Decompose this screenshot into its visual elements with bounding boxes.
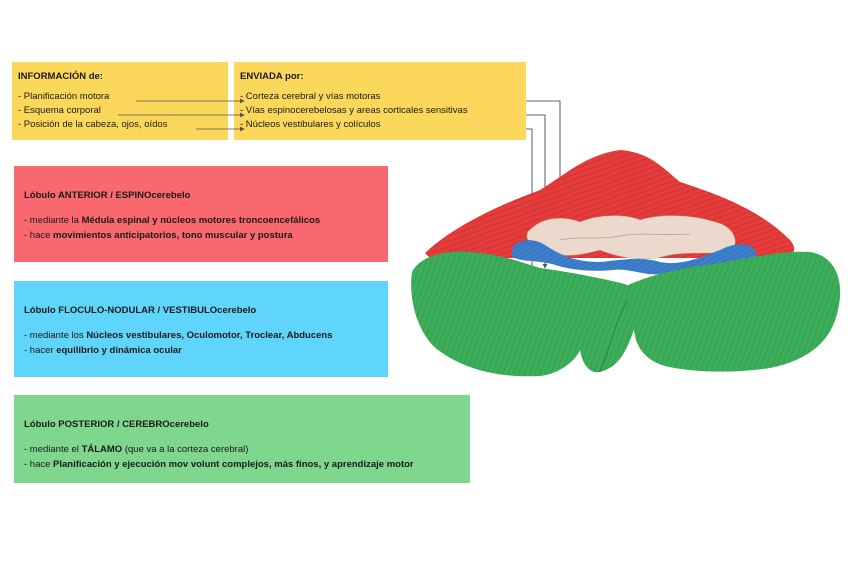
lobe-floculo-line-1: - mediante los Núcleos vestibulares, Ocu… (24, 328, 378, 343)
lobe-anterior-line-1-bold: Médula espinal y núcleos motores troncoe… (81, 215, 321, 226)
lobe-anterior-line-2-prefix: - hace (24, 230, 54, 241)
sent-item-corteza: - Corteza cerebral y vías motoras (240, 91, 381, 102)
lobe-posterior-card: Lóbulo POSTERIOR / CEREBROcerebelo - med… (14, 395, 470, 483)
sent-item-vias: - Vías espinocerebelosas y areas cortica… (240, 105, 468, 116)
lobe-floculo-line-2-bold: equilibrio y dinámica ocular (56, 345, 182, 356)
cerebellum-posterior-lobe-right (618, 251, 841, 372)
sent-card: ENVIADA por: - Corteza cerebral y vías m… (234, 62, 526, 140)
lobe-floculo-line-2-prefix: - hacer (24, 345, 57, 356)
info-card: INFORMACIÓN de: - Planificación motora -… (12, 62, 228, 140)
lobe-floculo-card: Lóbulo FLOCULO-NODULAR / VESTIBULOcerebe… (14, 281, 388, 377)
lobe-posterior-line-2-prefix: - hace (24, 459, 54, 470)
connector-to-cerebellum-2 (526, 114, 548, 269)
info-item-esquema: - Esquema corporal (18, 105, 101, 116)
lobe-posterior-line-1: - mediante el TÁLAMO (que va a la cortez… (24, 442, 460, 457)
lobe-anterior-card: Lóbulo ANTERIOR / ESPINOcerebelo - media… (14, 166, 388, 262)
lobe-anterior-line-1: - mediante la Médula espinal y núcleos m… (24, 213, 378, 228)
lobe-posterior-line-2-bold: Planificación y ejecución mov volunt com… (53, 459, 414, 470)
info-card-title: INFORMACIÓN de: (18, 71, 103, 82)
lobe-posterior-line-1-prefix: - mediante el (24, 444, 82, 455)
lobe-posterior-line-1-suffix: (que va a la corteza cerebral) (122, 444, 249, 455)
connector-to-cerebellum-3 (526, 128, 535, 298)
lobe-anterior-line-2-bold: movimientos anticipatorios, tono muscula… (53, 230, 293, 241)
cerebellum-anterior-lobe (425, 150, 795, 258)
lobe-floculo-title: Lóbulo FLOCULO-NODULAR / VESTIBULOcerebe… (24, 305, 257, 316)
brainstem-section (526, 215, 736, 260)
cerebellum-flocculonodular-lobe (512, 240, 757, 275)
lobe-anterior-line-1-prefix: - mediante la (24, 215, 82, 226)
info-item-planificacion: - Planificación motora (18, 91, 110, 102)
lobe-posterior-line-1-bold: TÁLAMO (81, 444, 123, 455)
lobe-anterior-title: Lóbulo ANTERIOR / ESPINOcerebelo (24, 190, 191, 201)
connector-to-cerebellum-1 (526, 100, 563, 214)
lobe-posterior-line-2: - hace Planificación y ejecución mov vol… (24, 457, 460, 472)
cerebellum-posterior-lobe (411, 251, 637, 377)
info-item-posicion: - Posición de la cabeza, ojos, oídos (18, 119, 168, 130)
lobe-floculo-line-2: - hacer equilibrio y dinámica ocular (24, 343, 378, 358)
lobe-posterior-title: Lóbulo POSTERIOR / CEREBROcerebelo (24, 419, 209, 430)
sent-card-title: ENVIADA por: (240, 71, 304, 82)
sent-item-nucleos: - Núcleos vestibulares y colículos (240, 119, 381, 130)
lobe-anterior-line-2: - hace movimientos anticipatorios, tono … (24, 228, 378, 243)
lobe-floculo-line-1-bold: Núcleos vestibulares, Oculomotor, Trocle… (86, 330, 333, 341)
cerebellum-illustration (411, 150, 841, 377)
lobe-floculo-line-1-prefix: - mediante los (24, 330, 87, 341)
